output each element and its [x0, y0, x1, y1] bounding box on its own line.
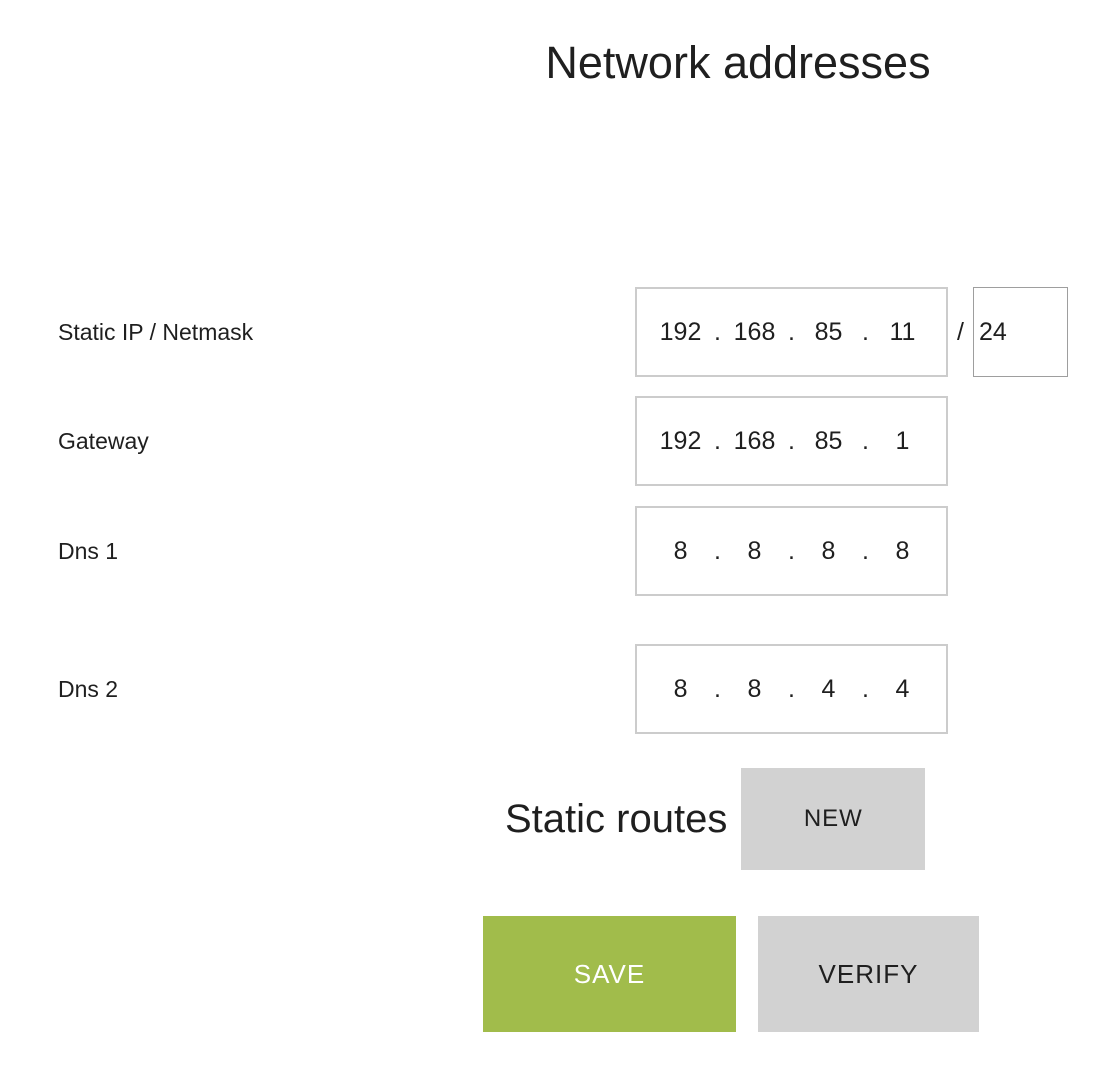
form-row-dns1: Dns 1 . . .: [58, 506, 1116, 596]
gateway-label: Gateway: [58, 427, 149, 454]
dns2-octet-3[interactable]: [794, 674, 862, 704]
octet-dot-separator: .: [714, 317, 721, 346]
dns2-input-group: . . .: [635, 644, 948, 734]
octet-dot-separator: .: [788, 317, 795, 346]
dns1-input-group: . . .: [635, 506, 948, 596]
static-ip-octet-3[interactable]: [794, 317, 862, 347]
octet-dot-separator: .: [862, 674, 869, 703]
octet-dot-separator: .: [862, 536, 869, 565]
dns2-octet-2[interactable]: [720, 674, 789, 704]
dns1-octet-2[interactable]: [720, 536, 789, 566]
static-ip-octet-2[interactable]: [720, 317, 789, 347]
dns2-octet-1[interactable]: [647, 674, 715, 704]
form-row-static-ip: Static IP / Netmask . . . /: [58, 287, 1116, 377]
network-settings-page: Network addresses Static IP / Netmask . …: [0, 32, 1116, 1066]
octet-dot-separator: .: [862, 317, 869, 346]
dns1-octet-1[interactable]: [647, 536, 715, 566]
page-title: Network addresses: [545, 37, 931, 88]
octet-dot-separator: .: [714, 674, 721, 703]
form-row-gateway: Gateway . . .: [58, 396, 1116, 486]
static-ip-label: Static IP / Netmask: [58, 318, 254, 345]
dns1-octet-3[interactable]: [794, 536, 862, 566]
octet-dot-separator: .: [862, 426, 869, 455]
octet-dot-separator: .: [788, 426, 795, 455]
octet-dot-separator: .: [788, 536, 795, 565]
new-static-route-button[interactable]: NEW: [741, 768, 926, 870]
octet-dot-separator: .: [714, 426, 721, 455]
network-form: Static IP / Netmask . . . / Gateway .: [0, 287, 1116, 734]
static-routes-section: Static routes NEW: [505, 768, 1116, 870]
static-ip-octet-4[interactable]: [868, 317, 936, 347]
dns2-octet-4[interactable]: [868, 674, 936, 704]
actions-row: SAVE VERIFY: [483, 916, 1116, 1032]
netmask-input-box: [973, 287, 1068, 377]
gateway-octet-4[interactable]: [868, 426, 936, 456]
netmask-input[interactable]: [974, 317, 1067, 347]
gateway-octet-3[interactable]: [794, 426, 862, 456]
dns2-label: Dns 2: [58, 675, 119, 702]
static-ip-input-group: . . .: [635, 287, 948, 377]
gateway-octet-1[interactable]: [647, 426, 715, 456]
gateway-input-group: . . .: [635, 396, 948, 486]
octet-dot-separator: .: [714, 536, 721, 565]
dns1-octet-4[interactable]: [868, 536, 936, 566]
form-row-dns2: Dns 2 . . .: [58, 644, 1116, 734]
save-button[interactable]: SAVE: [483, 916, 736, 1032]
dns1-label: Dns 1: [58, 537, 119, 564]
netmask-slash-separator: /: [957, 317, 964, 346]
gateway-octet-2[interactable]: [720, 426, 789, 456]
octet-dot-separator: .: [788, 674, 795, 703]
verify-button[interactable]: VERIFY: [758, 916, 979, 1032]
static-ip-octet-1[interactable]: [647, 317, 715, 347]
static-routes-heading: Static routes: [505, 797, 728, 841]
